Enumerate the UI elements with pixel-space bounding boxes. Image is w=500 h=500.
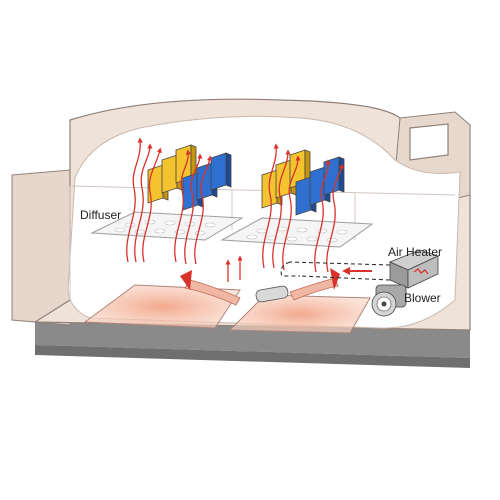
airflow-arrows xyxy=(126,137,345,273)
air-heater-label: Air Heater xyxy=(388,245,442,259)
sample-panel-icon xyxy=(147,144,232,211)
diffuser-label: Diffuser xyxy=(80,208,121,222)
control-panel-window xyxy=(409,123,449,161)
blower-label: Blower xyxy=(404,291,441,305)
chamber-base xyxy=(35,320,470,368)
floor-airflow xyxy=(180,255,340,306)
heated-floor-pans xyxy=(83,284,371,334)
sample-panel-icon xyxy=(261,149,345,216)
air-heater-icon xyxy=(388,249,440,289)
air-duct xyxy=(280,261,391,281)
blower-fan-icon xyxy=(371,284,407,317)
